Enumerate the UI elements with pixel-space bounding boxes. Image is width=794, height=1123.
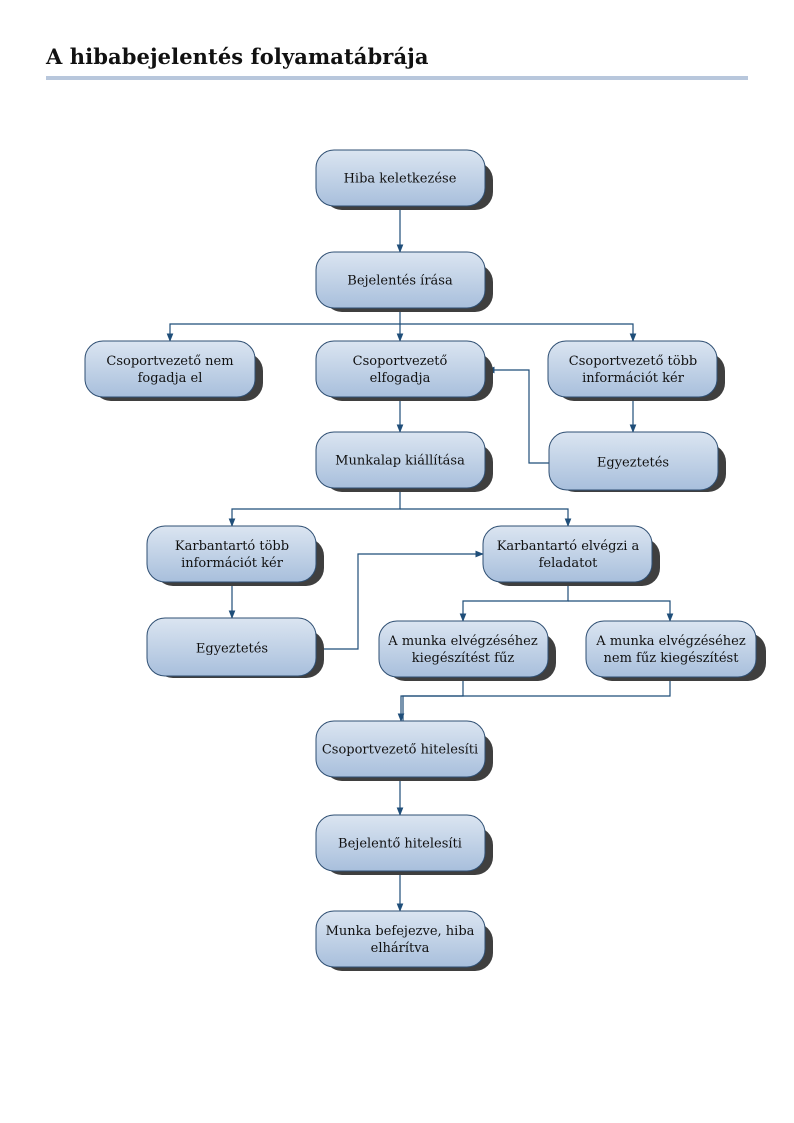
node-label-line: Munka befejezve, hiba <box>326 924 475 939</box>
node-box <box>315 720 486 778</box>
node-label-line: Munkalap kiállítása <box>335 454 465 469</box>
node-egyeztetes-1: Egyeztetés <box>548 431 726 492</box>
node-label: A munka elvégzéséhez kiegészítést fűz <box>387 634 538 666</box>
node-label-line: Csoportvezető <box>353 354 448 369</box>
node-label: Csoportvezető nem fogadja el <box>106 354 233 386</box>
node-box <box>378 620 549 678</box>
edge-nem-fuz-to-csv-hitelesiti <box>402 677 671 721</box>
node-label-line: elhárítva <box>371 941 430 956</box>
title-underline <box>46 76 748 80</box>
node-label: Karbantartó elvégzi a feladatot <box>497 539 640 571</box>
node-box <box>547 340 718 398</box>
node-label: A munka elvégzéséhez nem fűz kiegészítést <box>595 634 746 666</box>
node-label-line: Karbantartó elvégzi a <box>497 539 640 554</box>
node-label-line: Egyeztetés <box>196 642 268 657</box>
node-label-line: Karbantartó több <box>175 539 289 554</box>
page-title: A hibabejelentés folyamatábrája <box>46 44 429 69</box>
edge-karb-elvegzi-to-nem-fuz <box>568 600 674 622</box>
node-label-line: információt kér <box>582 371 685 386</box>
node-box <box>315 814 486 872</box>
node-label-line: információt kér <box>181 556 284 571</box>
node-csv-elfogadja: Csoportvezető elfogadja <box>315 340 493 401</box>
node-label: Csoportvezető több információt kér <box>569 354 698 386</box>
node-box <box>315 340 486 398</box>
node-karb-elvegzi: Karbantartó elvégzi a feladatot <box>482 525 660 586</box>
edge-kiegeszites-to-csv-hitelesiti <box>397 677 464 722</box>
edge-bejelentes-to-csv-nem <box>166 308 401 342</box>
node-label: Hiba keletkezése <box>344 172 457 187</box>
node-label-line: fogadja el <box>138 371 203 386</box>
node-label: Munkalap kiállítása <box>335 454 465 469</box>
edge-munkalap-to-karb-tobb-info <box>228 488 401 527</box>
node-box <box>84 340 256 398</box>
node-box <box>315 251 486 309</box>
node-label-line: elfogadja <box>370 371 431 386</box>
node-label-line: nem fűz kiegészítést <box>604 651 740 666</box>
edge-karb-elvegzi-to-kiegeszites <box>459 582 569 622</box>
node-csv-tobb-info: Csoportvezető több információt kér <box>547 340 725 401</box>
edge-bejelentes-to-csv-tobb-info <box>400 323 637 342</box>
node-label-line: Egyeztetés <box>597 456 669 471</box>
node-box <box>315 431 486 489</box>
node-label: Egyeztetés <box>196 642 268 657</box>
edge-egyeztetes-to-csv-elfogadja <box>486 366 549 464</box>
node-box <box>146 617 317 677</box>
node-kiegeszites-fuz: A munka elvégzéséhez kiegészítést fűz <box>378 620 556 681</box>
node-nem-fuz: A munka elvégzéséhez nem fűz kiegészítést <box>585 620 766 681</box>
node-label: Karbantartó több információt kér <box>175 539 289 571</box>
node-box <box>315 910 486 968</box>
node-bejelentes-irasa: Bejelentés írása <box>315 251 493 312</box>
node-label-line: Hiba keletkezése <box>344 172 457 187</box>
node-label-line: Bejelentés írása <box>347 274 453 289</box>
node-box <box>482 525 653 583</box>
node-csv-hitelesiti: Csoportvezető hitelesíti <box>315 720 493 781</box>
node-bejelento-hitelesiti: Bejelentő hitelesíti <box>315 814 493 875</box>
node-label-line: Bejelentő hitelesíti <box>338 837 462 852</box>
node-box <box>585 620 757 678</box>
node-egyeztetes-2: Egyeztetés <box>146 617 324 678</box>
node-box <box>315 149 486 207</box>
node-label: Bejelentő hitelesíti <box>338 837 462 852</box>
node-label: Munka befejezve, hiba elhárítva <box>326 924 475 956</box>
node-label-line: kiegészítést fűz <box>412 651 515 666</box>
node-box <box>146 525 317 583</box>
node-label-line: Csoportvezető nem <box>106 354 233 369</box>
node-label-line: A munka elvégzéséhez <box>387 634 538 649</box>
node-label-line: Csoportvezető hitelesíti <box>322 743 478 758</box>
edge-munkalap-to-karb-elvegzi <box>400 508 572 527</box>
node-label-line: feladatot <box>539 556 599 571</box>
node-munkalap-kiallitasa: Munkalap kiállítása <box>315 431 493 492</box>
node-karb-tobb-info: Karbantartó több információt kér <box>146 525 324 586</box>
node-hiba-keletkezese: Hiba keletkezése <box>315 149 493 210</box>
connectors <box>166 206 674 912</box>
node-label: Csoportvezető hitelesíti <box>322 743 478 758</box>
edge-egyeztetes-to-karb-elvegzi <box>316 550 484 650</box>
node-label: Bejelentés írása <box>347 274 453 289</box>
node-label-line: Csoportvezető több <box>569 354 698 369</box>
node-label: Egyeztetés <box>597 456 669 471</box>
node-label-line: A munka elvégzéséhez <box>595 634 746 649</box>
node-box <box>548 431 719 491</box>
node-csv-nem-fogadja: Csoportvezető nem fogadja el <box>84 340 263 401</box>
node-label: Csoportvezető elfogadja <box>353 354 448 386</box>
node-befejezve: Munka befejezve, hiba elhárítva <box>315 910 493 971</box>
